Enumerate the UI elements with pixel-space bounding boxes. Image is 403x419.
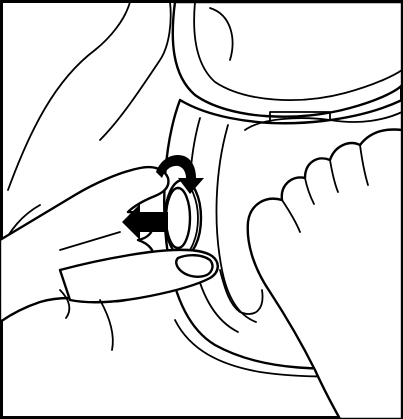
knob-cap <box>165 180 201 256</box>
